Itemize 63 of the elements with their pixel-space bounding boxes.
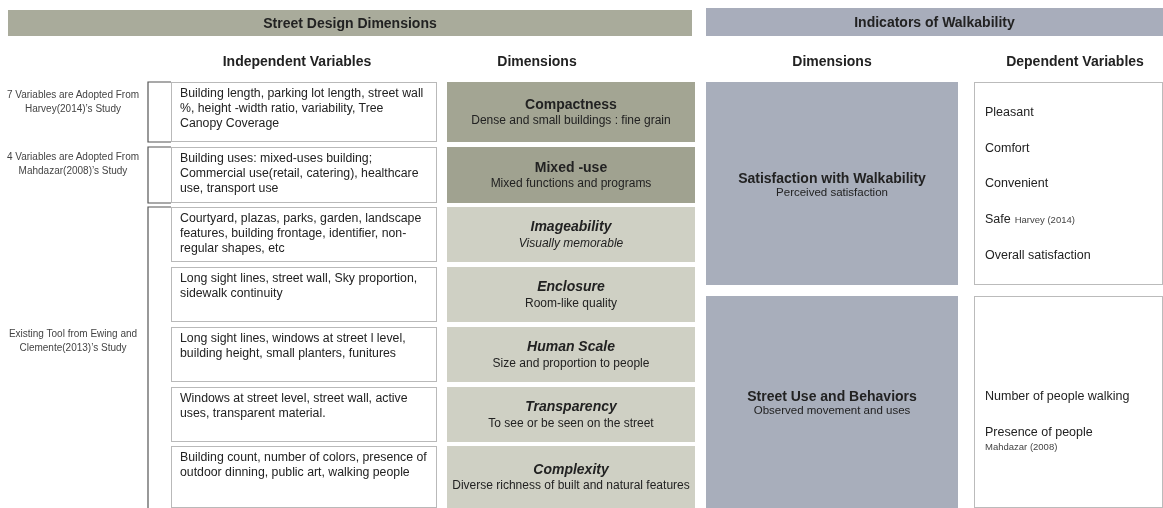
dimension-description: Diverse richness of built and natural features (452, 478, 690, 493)
header-band (706, 8, 1163, 36)
dimension-title: Complexity (533, 460, 609, 477)
dimension-box (706, 296, 958, 508)
variable-box (171, 147, 437, 203)
variable-box (171, 327, 437, 382)
header-band (8, 10, 692, 36)
column-heading: Dimensions (791, 53, 873, 69)
variable-list-box (974, 296, 1163, 508)
dimension-box (447, 147, 695, 203)
variable-text: Windows at street level, street wall, active uses, transparent material. (180, 391, 408, 420)
dimension-box (447, 267, 695, 322)
dimension-box (447, 387, 695, 442)
column-heading: Dependent Variables (1005, 53, 1145, 69)
dimension-description: To see or be seen on the street (488, 415, 654, 430)
variable-name: Pleasant (985, 104, 1034, 119)
variable-name: Number of people walking (985, 389, 1130, 403)
dimension-title: Mixed -use (534, 158, 608, 175)
side-note: Existing Tool from Ewing and Clemente(2013)’s Study (7, 327, 139, 354)
side-note: 7 Variables are Adopted From Harvey(2014)’s Study (5, 88, 141, 115)
variable-text: Building uses: mixed-uses building; Commercial use(retail, catering), healthcare use, transport use (180, 151, 419, 195)
variable-name: Comfort (985, 140, 1030, 155)
citation-text: Harvey (2014) (1014, 214, 1075, 226)
variable-name: Presence of people (985, 425, 1093, 439)
header-title: Indicators of Walkability (854, 14, 1015, 30)
dimension-title: Satisfaction with Walkability (738, 169, 926, 186)
variable-text: Long sight lines, windows at street l level, building height, small planters, funitures (180, 331, 406, 360)
variable-box (171, 82, 437, 142)
dimension-description: Mixed functions and programs (490, 176, 652, 191)
citation-text: Mahdazar (2008) (985, 441, 1059, 452)
variable-text: Building length, parking lot length, street wall %, height -width ratio, variability, Tree Canopy Coverage (180, 86, 424, 130)
dimension-box (447, 327, 695, 382)
variable-name: Safe (985, 212, 1011, 227)
dimension-description: Observed movement and uses (753, 404, 911, 416)
variable-name: Overall satisfaction (985, 248, 1091, 263)
variable-box (171, 207, 437, 262)
dimension-title: Enclosure (537, 278, 605, 295)
variable-name: Convenient (985, 176, 1049, 191)
variable-box (171, 387, 437, 442)
dimension-description: Dense and small buildings : fine grain (471, 113, 671, 128)
variable-list-box (974, 82, 1163, 285)
side-note: 4 Variables are Adopted From Mahdazar(2008)’s Study (5, 150, 141, 177)
variable-text: Courtyard, plazas, parks, garden, landscape features, building frontage, identifier, non-regular shapes, etc (180, 211, 422, 255)
dimension-title: Imageability (530, 218, 612, 235)
variable-box (171, 446, 437, 508)
column-heading: Dimensions (496, 53, 578, 69)
dimension-box (447, 446, 695, 508)
header-title: Street Design Dimensions (263, 15, 437, 31)
dimension-title: Compactness (525, 95, 617, 112)
dimension-title: Transparency (525, 398, 617, 415)
dimension-description: Size and proportion to people (492, 355, 650, 370)
dimension-title: Street Use and Behaviors (747, 388, 917, 404)
dimension-box (447, 207, 695, 262)
dimension-box (706, 82, 958, 285)
variable-box (171, 267, 437, 322)
dimension-description: Room-like quality (524, 295, 617, 310)
column-heading: Independent Variables (221, 53, 373, 69)
dimension-description: Visually memorable (518, 235, 624, 250)
dimension-box (447, 82, 695, 142)
dimension-title: Human Scale (527, 338, 615, 355)
dimension-description: Perceived satisfaction (776, 185, 888, 198)
variable-text: Long sight lines, street wall, Sky proportion, sidewalk continuity (180, 271, 418, 300)
variable-text: Building count, number of colors, presence of outdoor dinning, public art, walking people (180, 450, 427, 479)
